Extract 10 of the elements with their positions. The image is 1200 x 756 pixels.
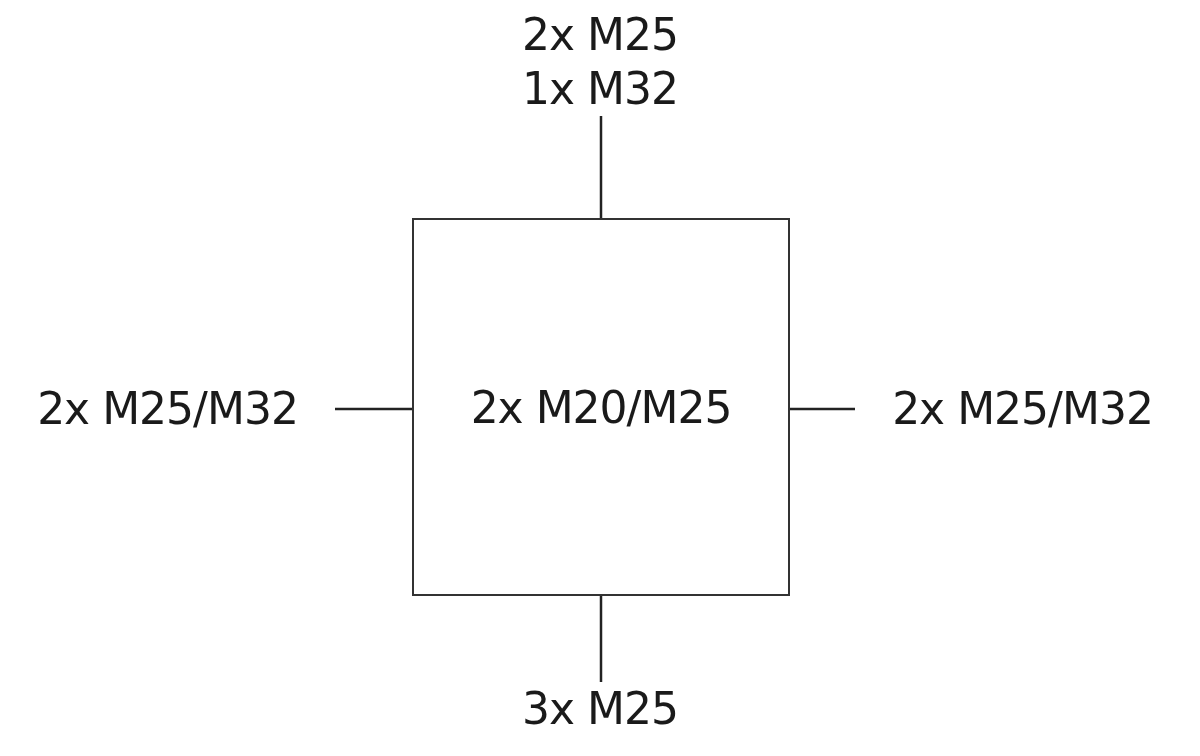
- port-label: 2x M25 1x M32: [510, 8, 690, 116]
- enclosure-box: [412, 218, 790, 596]
- leader-line: [790, 407, 855, 411]
- box-label: 2x M20/M25: [470, 381, 732, 433]
- port-label: 2x M25/M32: [855, 382, 1190, 436]
- leader-line: [335, 407, 412, 411]
- port-label: 2x M25/M32: [0, 382, 335, 436]
- port-label: 3x M25: [480, 682, 720, 736]
- leader-line: [599, 116, 603, 218]
- leader-line: [599, 596, 603, 682]
